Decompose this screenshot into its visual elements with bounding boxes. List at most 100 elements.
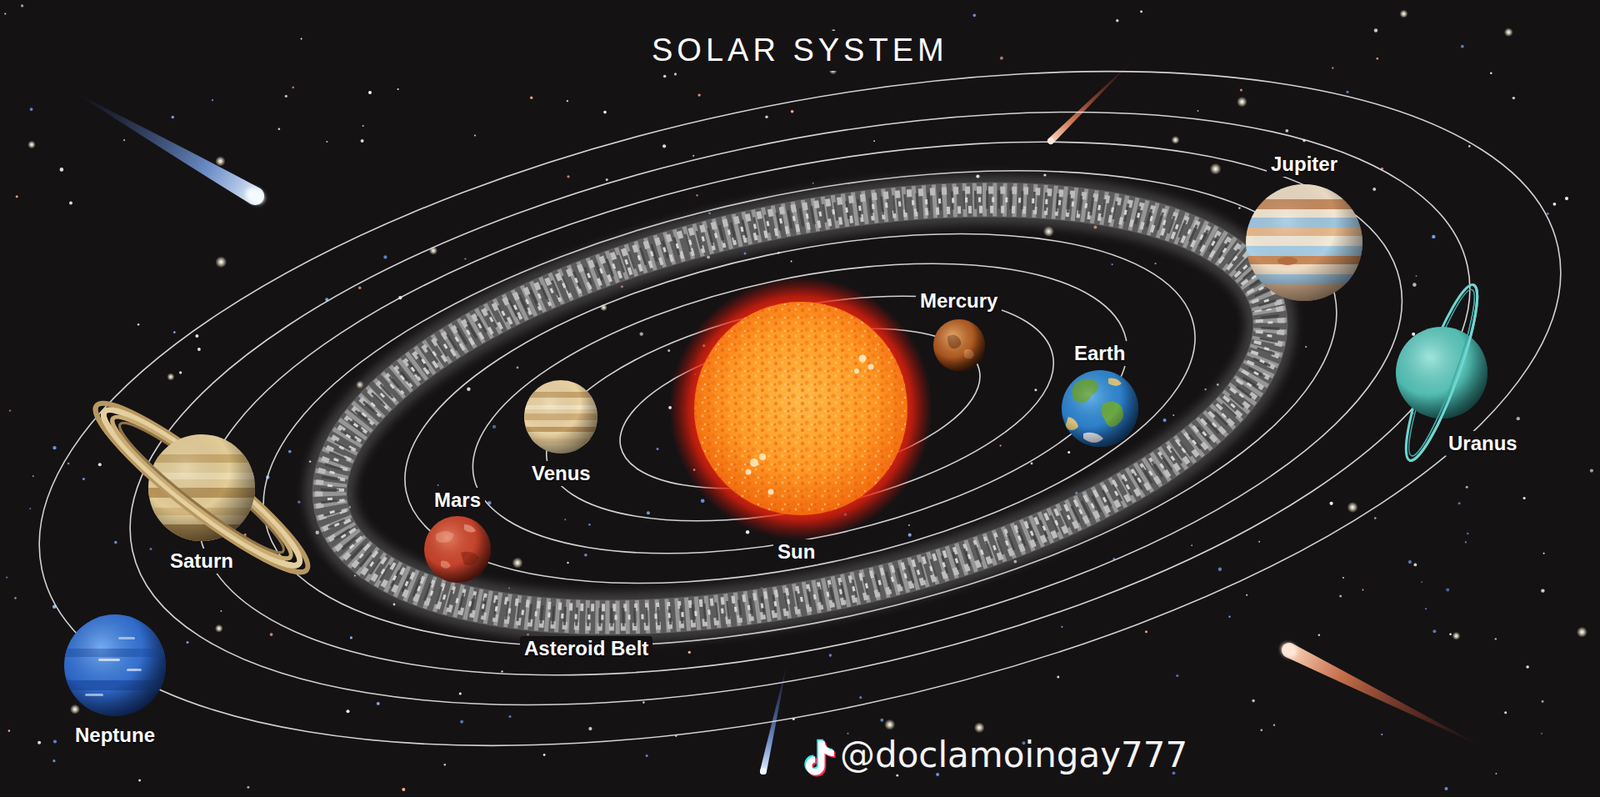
- star: [662, 144, 666, 148]
- star: [1540, 732, 1543, 735]
- star: [437, 484, 440, 486]
- star: [474, 134, 476, 136]
- star: [667, 349, 670, 352]
- star: [1374, 516, 1377, 520]
- star: [1380, 733, 1383, 735]
- star: [1172, 414, 1175, 416]
- star: [70, 704, 80, 715]
- neptune-planet: [64, 614, 166, 716]
- star: [564, 518, 566, 520]
- star: [745, 530, 750, 534]
- star: [1512, 96, 1515, 100]
- star: [186, 640, 190, 644]
- star: [9, 409, 11, 411]
- star: [1415, 275, 1418, 277]
- star: [288, 450, 292, 454]
- star: [1197, 110, 1200, 112]
- star: [358, 286, 362, 290]
- star: [4, 13, 6, 15]
- star: [1115, 19, 1119, 22]
- star: [1236, 96, 1248, 108]
- star: [8, 729, 11, 732]
- star: [1432, 629, 1436, 633]
- earth-planet: [1061, 370, 1139, 447]
- star: [492, 425, 496, 429]
- star: [790, 110, 795, 114]
- star: [1553, 202, 1557, 206]
- star: [1541, 700, 1545, 703]
- star: [166, 372, 175, 380]
- star: [829, 653, 833, 657]
- star: [1043, 225, 1055, 237]
- belt-label: Asteroid Belt: [520, 635, 653, 661]
- planet-label: Mercury: [915, 288, 1002, 314]
- star: [444, 763, 446, 765]
- star: [1140, 10, 1143, 14]
- star: [1543, 552, 1545, 555]
- star: [1331, 66, 1334, 69]
- star: [173, 330, 176, 334]
- star: [566, 175, 570, 178]
- star: [688, 650, 691, 654]
- star: [1034, 388, 1037, 391]
- star: [1495, 772, 1498, 775]
- star: [60, 167, 65, 172]
- star: [603, 110, 607, 115]
- star: [512, 557, 524, 569]
- star: [1590, 469, 1594, 473]
- star: [974, 721, 985, 733]
- star: [27, 140, 36, 150]
- star: [1431, 235, 1435, 239]
- star: [401, 787, 405, 791]
- star: [1067, 450, 1070, 454]
- star: [1540, 588, 1545, 592]
- star: [1516, 416, 1520, 420]
- star: [246, 785, 250, 789]
- star: [765, 115, 768, 119]
- star: [1030, 462, 1034, 465]
- star: [1400, 10, 1409, 19]
- star: [646, 510, 650, 515]
- star: [1240, 88, 1243, 91]
- star: [642, 700, 645, 704]
- star: [1376, 57, 1380, 60]
- star: [32, 475, 35, 477]
- star: [1145, 630, 1148, 633]
- planet-label: Jupiter: [1266, 151, 1342, 177]
- comet: [70, 84, 269, 209]
- star: [1449, 632, 1452, 635]
- planet-label: Mars: [430, 487, 485, 513]
- star: [1465, 485, 1469, 489]
- star: [350, 635, 353, 639]
- star: [1408, 560, 1412, 564]
- star: [1495, 637, 1497, 640]
- star: [588, 726, 592, 730]
- star: [1504, 27, 1514, 37]
- mercury-planet: [933, 319, 985, 371]
- star: [1228, 615, 1231, 619]
- star: [137, 323, 140, 325]
- star: [1210, 163, 1222, 175]
- star: [195, 334, 199, 338]
- star: [346, 709, 350, 713]
- sun-label: Sun: [773, 539, 820, 565]
- star: [1318, 634, 1321, 637]
- star: [1273, 724, 1276, 727]
- star: [1060, 625, 1063, 628]
- star: [605, 178, 609, 181]
- star: [1565, 196, 1569, 200]
- star: [1468, 145, 1471, 148]
- star: [325, 140, 328, 143]
- star: [1412, 282, 1417, 287]
- star-field: [4, 4, 1594, 791]
- star: [1452, 631, 1461, 640]
- star: [285, 95, 288, 98]
- star: [1330, 501, 1334, 505]
- star: [376, 701, 380, 705]
- star: [15, 195, 19, 198]
- star: [880, 718, 884, 722]
- star: [14, 596, 17, 600]
- star: [1111, 263, 1114, 265]
- star: [700, 499, 705, 504]
